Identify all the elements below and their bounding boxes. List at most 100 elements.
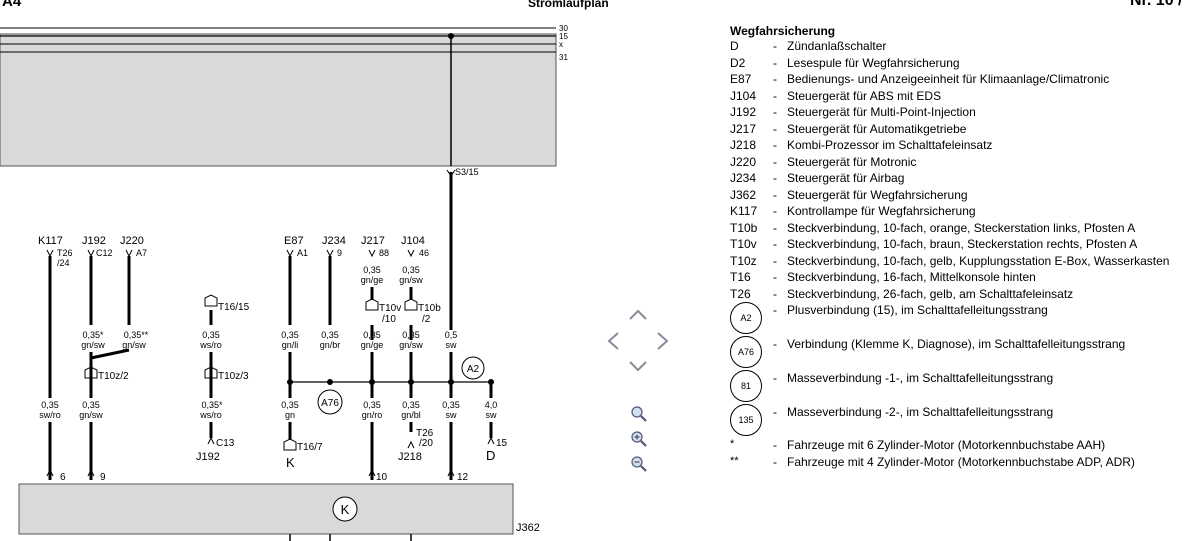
wire-size-10a: 0,35 [402, 265, 420, 275]
circle-81-dash: - [773, 371, 777, 385]
box-symbol-circle [332, 496, 358, 522]
legend-code: J218 [730, 138, 757, 152]
legend-code: T10z [730, 253, 757, 268]
page-number: Nr. 10 / [1130, 0, 1183, 9]
wire-size-5: 0,35 [202, 330, 220, 340]
pan-left-icon[interactable] [605, 331, 621, 356]
wire-size-12: 0,35 [281, 400, 299, 410]
junction-a2 [461, 356, 485, 380]
comp-j220-pin: A7 [136, 248, 147, 258]
wire-color-10: gn/sw [399, 340, 423, 350]
connector-t10v-icon [365, 298, 379, 311]
box-pin-9: 9 [100, 472, 106, 483]
legend-code: D [730, 39, 739, 53]
comp-j104-pin: 46 [419, 248, 429, 258]
comp-j234-pin: 9 [337, 248, 342, 258]
legend-title: Wegfahrsicherung [730, 24, 836, 38]
legend-code: J234 [730, 171, 757, 185]
legend-dash: - [773, 39, 777, 53]
wire-color-1: sw/ro [39, 410, 61, 420]
wire-size-6: 0,35* [201, 400, 223, 410]
legend-desc: Steuergerät für Multi-Point-Injection [787, 105, 976, 119]
legend-item: J218-Kombi-Prozessor im Schalttafeleinsa… [730, 137, 1200, 154]
legend-dash: - [773, 154, 777, 169]
note-1-desc: Fahrzeuge mit 6 Zylinder-Motor (Motorken… [787, 438, 1106, 452]
comp-j217: J217 [361, 235, 385, 247]
legend-desc: Steckverbindung, 10-fach, orange, Stecke… [787, 220, 1136, 235]
legend-code: K117 [730, 204, 758, 218]
legend-item: J104-Steuergerät für ABS mit EDS [730, 88, 1200, 105]
wire-size-10: 0,35 [402, 330, 420, 340]
legend-item: J217-Steuergerät für Automatikgetriebe [730, 121, 1200, 138]
comp-j217-pin: 88 [379, 248, 389, 258]
legend-code: E87 [730, 72, 752, 86]
comp-e87: E87 [284, 235, 304, 247]
pan-right-icon[interactable] [655, 331, 671, 356]
connector-t16-7-icon [283, 438, 297, 451]
conn-t16-15: T16/15 [218, 302, 250, 313]
legend-item: J234 -Steuergerät für Airbag [730, 170, 1200, 187]
ref-j218: J218 [398, 451, 422, 463]
page-id: A4 [2, 0, 22, 10]
legend-item: J362-Steuergerät für Wegfahrsicherung [730, 187, 1200, 204]
comp-k117-pin: T26 [57, 248, 73, 258]
box-symbol: K [341, 502, 350, 517]
box-pin-6: 6 [60, 472, 66, 483]
legend-dash: - [773, 253, 777, 268]
circle-135-desc: Masseverbindung -2-, im Schalttafelleitu… [787, 405, 1054, 419]
zoom-out-icon[interactable] [629, 455, 651, 473]
wire-size-9: 0,35 [363, 330, 381, 340]
rail-label-15: 15 [559, 32, 568, 41]
wire-color-13: gn/ro [362, 410, 383, 420]
note-2-dash: - [773, 455, 777, 469]
legend-code: J217 [730, 121, 757, 136]
pan-down-icon[interactable] [628, 358, 648, 379]
note-2-desc: Fahrzeuge mit 4 Zylinder-Motor (Motorken… [787, 455, 1135, 469]
wire-color-4: gn/sw [122, 340, 146, 350]
legend-desc: Steckverbindung, 16-fach, Mittelkonsole … [787, 270, 1036, 284]
rail-label-x: x [559, 40, 563, 49]
zoom-fit-icon[interactable] [629, 405, 651, 423]
legend-code: J220 [730, 154, 757, 169]
wire-size-11: 0,5 [445, 330, 458, 340]
wire-size-1: 0,35 [41, 400, 59, 410]
comp-j220: J220 [120, 235, 144, 247]
ref-15-pin: 15 [496, 438, 508, 449]
circle-a76-icon: A76 [730, 336, 762, 368]
pan-up-icon[interactable] [628, 305, 648, 326]
legend-dash: - [773, 204, 777, 218]
legend-item: T16-Steckverbindung, 16-fach, Mittelkons… [730, 269, 1200, 286]
ref-j192: J192 [196, 451, 220, 463]
legend-desc: Steuergerät für Airbag [787, 171, 905, 185]
ref-k: K [286, 455, 295, 470]
comp-j192: J192 [82, 235, 106, 247]
supply-rail-area [0, 33, 557, 167]
junction-a76 [317, 389, 343, 415]
legend-code: T10b [730, 220, 758, 235]
legend-item: T26-Steckverbindung, 26-fach, gelb, am S… [730, 286, 1200, 303]
circle-135-icon: 135 [730, 404, 762, 436]
zoom-in-icon[interactable] [629, 430, 651, 448]
wire-color-9: gn/ge [361, 340, 384, 350]
legend-item: E87-Bedienungs- und Anzeigeeinheit für K… [730, 71, 1200, 88]
legend-dash: - [773, 121, 777, 136]
wire-size-2: 0,35 [82, 400, 100, 410]
legend-item: J192-Steuergerät für Multi-Point-Injecti… [730, 104, 1200, 121]
legend-desc: Zündanlaßschalter [787, 39, 887, 53]
conn-t10z2: T10z/2 [98, 371, 129, 382]
ref-t26-pin2: /20 [419, 438, 433, 449]
wire-color-3: gn/sw [81, 340, 105, 350]
legend-desc: Steuergerät für Motronic [787, 154, 917, 169]
comp-k117-pin2: /24 [57, 258, 70, 268]
wire-size-13: 0,35 [363, 400, 381, 410]
legend-item: D2-Lesespule für Wegfahrsicherung [730, 55, 1200, 72]
wire-size-4: 0,35** [124, 330, 149, 340]
comp-j234: J234 [322, 235, 346, 247]
box-pin-10: 10 [376, 472, 388, 483]
legend-dash: - [773, 171, 777, 185]
legend-code: T10v [730, 237, 757, 251]
legend-dash: - [773, 237, 777, 251]
circle-135-dash: - [773, 405, 777, 419]
note-1-mark: * [730, 438, 735, 450]
